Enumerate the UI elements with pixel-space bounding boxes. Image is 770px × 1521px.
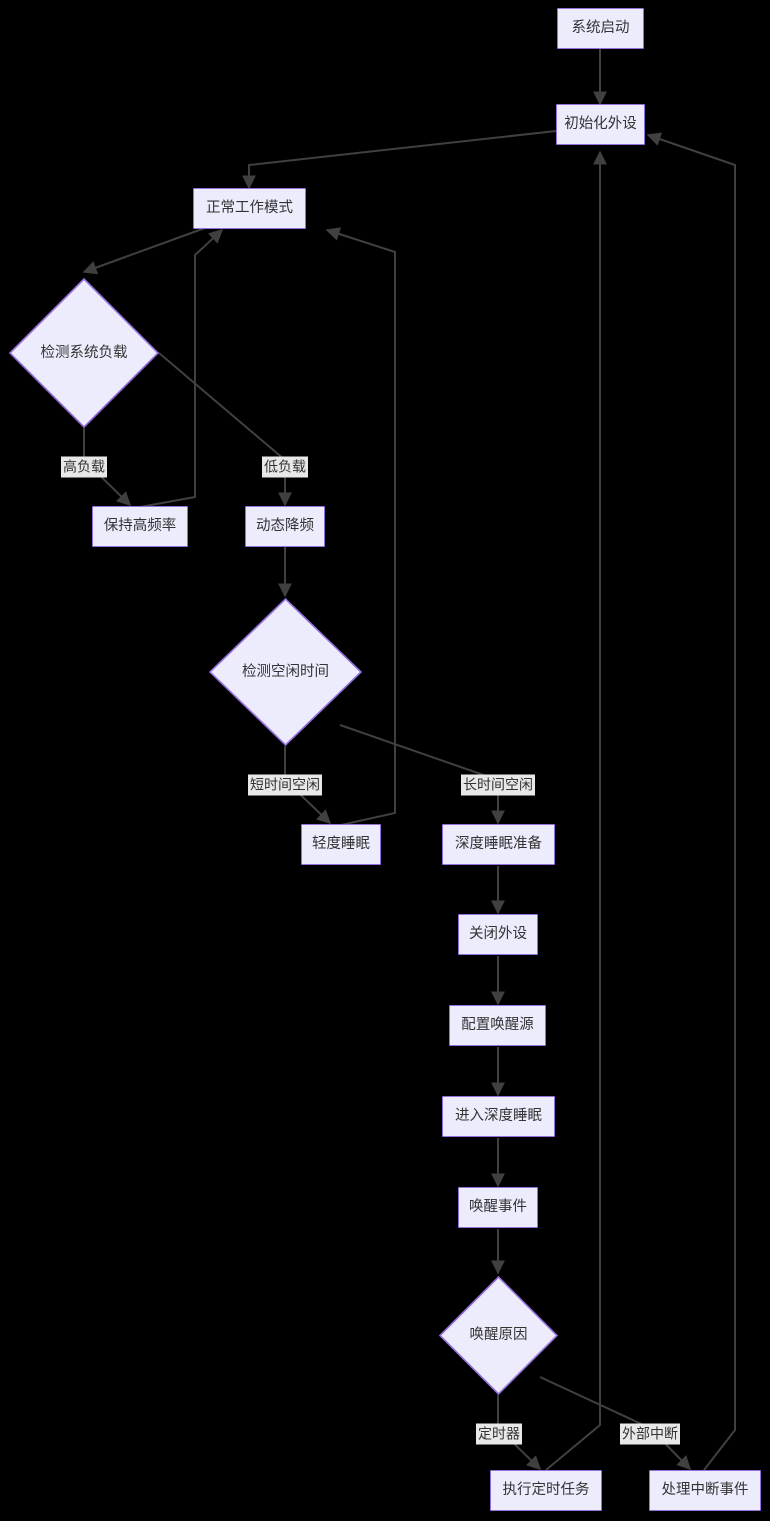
edge-irqhandler-init (646, 132, 736, 1471)
node-label: 保持高频率 (103, 518, 177, 535)
node-label: 正常工作模式 (206, 200, 293, 217)
node-label: 轻度睡眠 (312, 836, 370, 853)
node-label: 检测空闲时间 (242, 663, 329, 680)
node-label: 深度睡眠准备 (455, 836, 542, 853)
edge-label-external-interrupt: 外部中断 (620, 1423, 680, 1445)
node-config-wake-source[interactable]: 配置唤醒源 (449, 1005, 546, 1046)
node-handle-interrupt[interactable]: 处理中断事件 (649, 1470, 761, 1511)
edge-lightsleep-normal (325, 227, 396, 826)
node-close-peripherals[interactable]: 关闭外设 (458, 914, 538, 955)
edge-highfreq-normal (139, 229, 224, 508)
node-label: 关闭外设 (469, 926, 527, 943)
node-label: 处理中断事件 (661, 1482, 749, 1499)
node-label: 初始化外设 (564, 116, 637, 133)
node-run-timer-task[interactable]: 执行定时任务 (490, 1470, 602, 1511)
node-wake-reason[interactable]: 唤醒原因 (438, 1275, 559, 1396)
node-check-load[interactable]: 检测系统负载 (8, 277, 160, 429)
node-init[interactable]: 初始化外设 (556, 104, 645, 145)
node-label: 进入深度睡眠 (455, 1108, 542, 1125)
node-hold-high-freq[interactable]: 保持高频率 (92, 506, 188, 547)
node-label: 唤醒原因 (469, 1327, 528, 1344)
edge-label-high-load: 高负载 (61, 456, 107, 478)
node-light-sleep[interactable]: 轻度睡眠 (301, 824, 381, 865)
edge-init-normal (242, 130, 557, 190)
node-start[interactable]: 系统启动 (557, 8, 644, 49)
node-normal-mode[interactable]: 正常工作模式 (193, 188, 306, 229)
diamond-shape (208, 597, 363, 747)
node-label: 唤醒事件 (469, 1199, 527, 1216)
node-label: 配置唤醒源 (461, 1017, 534, 1034)
node-enter-deep-sleep[interactable]: 进入深度睡眠 (442, 1096, 555, 1137)
diamond-shape (438, 1275, 559, 1396)
edge-label-long-idle: 长时间空闲 (461, 774, 535, 796)
node-label: 执行定时任务 (502, 1482, 590, 1499)
node-label: 检测系统负载 (40, 344, 128, 361)
node-label: 系统启动 (571, 20, 630, 37)
edge-label-short-idle: 短时间空闲 (248, 774, 322, 796)
edge-timertask-init (545, 150, 607, 1471)
edge-checkload-downclock (158, 352, 292, 507)
diamond-shape (8, 277, 160, 429)
node-label: 动态降频 (256, 518, 314, 535)
node-deep-sleep-prepare[interactable]: 深度睡眠准备 (442, 824, 555, 865)
edge-label-low-load: 低负载 (262, 456, 308, 478)
node-dynamic-downclock[interactable]: 动态降频 (245, 506, 325, 547)
edge-normal-checkload (82, 227, 206, 275)
node-wake-event[interactable]: 唤醒事件 (458, 1187, 538, 1228)
edge-label-timer: 定时器 (476, 1423, 522, 1445)
node-check-idle-time[interactable]: 检测空闲时间 (208, 597, 363, 747)
